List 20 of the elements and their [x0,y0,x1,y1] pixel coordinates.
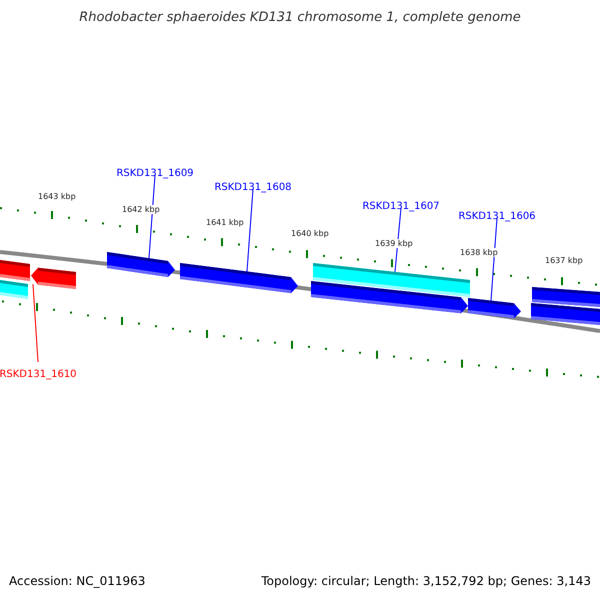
scale-label: 1638 kbp [459,248,499,257]
genome-info-text: Topology: circular; Length: 3,152,792 bp; Genes: 3,143 [261,574,591,588]
leader-line [246,188,254,272]
scale-label: 1640 kbp [290,229,330,238]
leader-line [148,174,156,259]
accession-text: Accession: NC_011963 [9,574,146,588]
gene-label: RSKD131_1609 [116,168,194,179]
scale-label: 1642 kbp [121,205,161,214]
gene-label: RSKD131_1610 [0,369,77,380]
leader-line [490,218,498,302]
gene-label: RSKD131_1608 [214,182,292,193]
title: Rhodobacter sphaeroides KD131 chromosome 1, complete genome [78,10,522,25]
scale-label: 1637 kbp [544,256,584,265]
gene-label: RSKD131_1606 [458,211,536,222]
scale-label: 1641 kbp [205,218,245,227]
leader-line [32,284,38,362]
gene-label: RSKD131_1607 [362,201,440,212]
scale-label: 1639 kbp [374,239,414,248]
scale-label: 1643 kbp [37,192,77,201]
leader-line [394,208,402,272]
